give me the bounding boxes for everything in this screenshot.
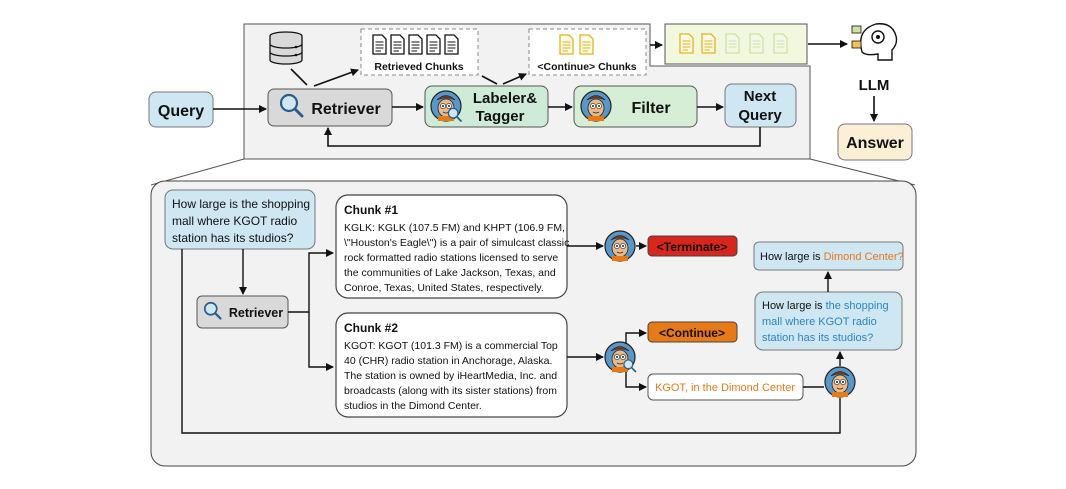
next-question-line1: How large is the shopping [762,300,889,312]
next-query-line1: Next [744,88,777,105]
labeler-label-line1: Labeler& [473,90,537,107]
retrieved-chunks-label: Retrieved Chunks [374,61,463,73]
chunk-2-title: Chunk #2 [344,321,398,335]
question-line: mall where KGOT radio [172,214,297,228]
chunk-1-line: \"Houston's Eagle\") is a pair of simulc… [344,237,569,249]
retriever-label: Retriever [311,101,380,118]
answer-label: Answer [846,135,904,152]
chunk-1-line: KGLK: KGLK (107.5 FM) and KHPT (106.9 FM… [344,222,565,234]
next-question-line2: mall where KGOT radio [762,316,877,328]
query-label: Query [158,103,204,120]
kgot-note-label: KGOT, in the Dimond Center [655,382,795,394]
terminate-label: <Terminate> [657,240,727,254]
chunk-1-line: the communities of Lake Jackson, Texas, … [344,267,556,279]
database-icon [269,31,303,65]
chunk-2-line: KGOT: KGOT (101.3 FM) is a commercial To… [344,340,558,352]
filter-label: Filter [631,100,670,117]
chunk-1-line: rock formatted radio stations licensed t… [344,252,558,264]
final-question-box [753,241,904,271]
labeler-label-line2: Tagger [476,108,525,125]
continue-label: <Continue> [659,326,725,340]
final-question-prefix: How large is [760,251,824,263]
answer-box [837,123,913,161]
brain-gear-icon [851,23,898,61]
next-question-prefix: How large is [762,300,826,312]
document-icon [372,34,459,55]
mascot-icon [580,90,612,122]
terminate-box [647,235,738,257]
chunk-2-box [335,312,568,418]
chunk-1-line: Conroe, Texas, United States, respective… [344,282,544,294]
mascot-icon [824,366,856,398]
chunk-2-line: The station is owned by iHeartMedia, Inc… [344,370,557,382]
next-question-highlight: the shopping [826,300,889,312]
bottom-arrows [181,242,844,434]
chunk-2-line: 40 (CHR) radio station in Anchorage, Ala… [344,355,552,367]
final-question-text: How large is Dimond Center? [760,251,904,263]
continue-box [647,321,738,343]
mascot-icon [604,230,636,262]
final-question-highlight: Dimond Center? [824,251,904,263]
next-query-line2: Query [738,107,782,124]
next-question-line3: station has its studios? [762,332,873,344]
chunk-2-line: broadcasts (along with its sister statio… [344,385,557,397]
question-line: station has its studios? [172,231,294,245]
retriever-small-label: Retriever [229,306,283,320]
llm-label: LLM [859,77,890,94]
top-arrows [213,40,878,147]
chunk-1-title: Chunk #1 [344,203,398,217]
continue-chunks-label: <Continue> Chunks [537,61,636,73]
question-line: How large is the shopping [172,197,310,211]
question-box [164,189,316,250]
chunk-2-line: studios in the Dimond Center. [344,400,482,412]
